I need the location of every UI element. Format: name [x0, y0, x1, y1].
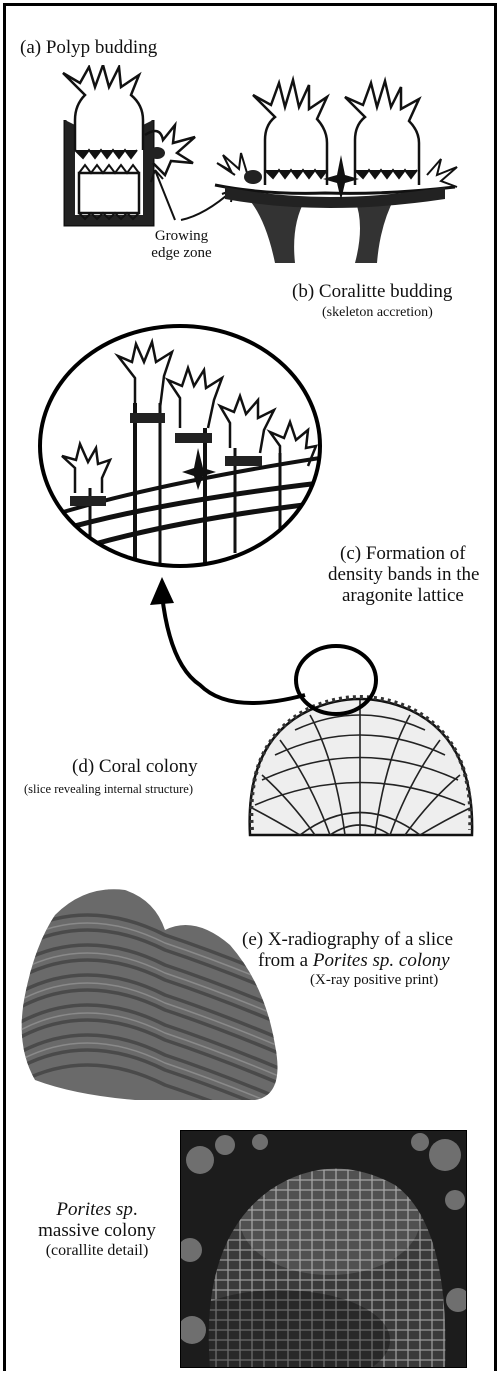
f-line-2: massive colony: [22, 1221, 172, 1242]
density-band-zoom-circle: [30, 318, 330, 578]
label-b-sub: (skeleton accretion): [322, 305, 433, 320]
e-line-2-italic: Porites sp. colony: [313, 950, 450, 971]
e-line-2-prefix: from a: [258, 950, 313, 971]
c-line-1: (c) Formation of: [330, 544, 479, 565]
label-e-xray: (e) X-radiography of a slice from a Pori…: [242, 930, 453, 988]
f-dot: .: [133, 1199, 138, 1220]
label-d-coral-colony: (d) Coral colony: [72, 757, 198, 778]
label-c-density-bands: (c) Formation of density bands in the ar…: [330, 544, 479, 607]
e-sub: (X-ray positive print): [242, 972, 453, 989]
colony-zoom-circle: [290, 640, 390, 720]
e-line-2: from a Porites sp. colony: [242, 951, 453, 972]
f-italic: Porites sp: [56, 1199, 133, 1220]
label-a-polyp-budding: (a) Polyp budding: [20, 38, 157, 59]
porites-colony-photo: [180, 1130, 467, 1368]
label-d-sub: (slice revealing internal structure): [24, 783, 193, 797]
c-line-2: density bands in the: [328, 565, 479, 586]
c-line-3: aragonite lattice: [330, 586, 479, 607]
e-line-1: (e) X-radiography of a slice: [242, 930, 453, 951]
f-line-1: Porites sp.: [22, 1200, 172, 1221]
label-f-porites: Porites sp. massive colony (corallite de…: [22, 1200, 172, 1259]
f-sub: (corallite detail): [22, 1242, 172, 1260]
xray-slice-image: [15, 875, 295, 1115]
coralitte-budding-drawing: [205, 75, 465, 265]
label-b-coralitte-budding: (b) Coralitte budding: [292, 282, 452, 303]
